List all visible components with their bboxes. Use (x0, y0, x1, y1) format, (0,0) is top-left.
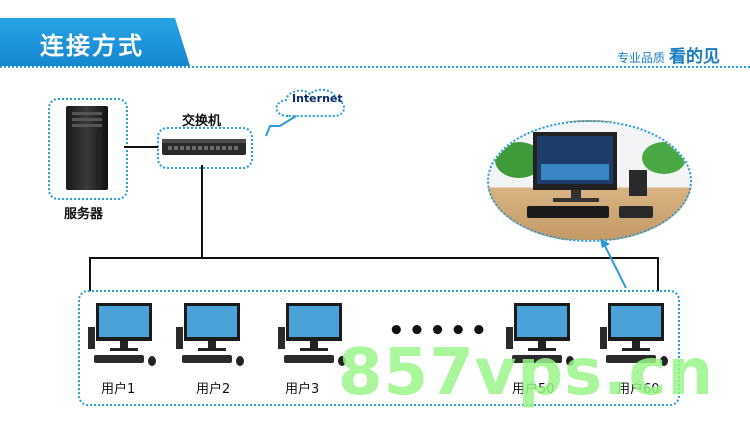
bus-left-wire (89, 257, 91, 291)
server-label: 服务器 (64, 207, 104, 222)
server-switch-wire (124, 146, 158, 148)
user-label-60: 用户60 (617, 382, 660, 397)
workstation-photo (487, 120, 692, 242)
workstation-icon (600, 303, 668, 366)
internet-label: Internet (292, 92, 343, 105)
bus-wire (89, 257, 659, 259)
internet-cloud-icon (265, 88, 345, 137)
slogan: 专业品质看的见 (617, 42, 720, 67)
header-banner (0, 18, 190, 66)
workstation-icon (506, 303, 574, 366)
switch-label: 交换机 (182, 114, 222, 129)
workstation-icon (278, 303, 346, 366)
user-label-1: 用户1 (101, 382, 136, 397)
more-users-ellipsis: ••••• (388, 316, 492, 346)
header-divider (0, 66, 750, 68)
slogan-big: 看的见 (669, 47, 720, 67)
user-label-2: 用户2 (196, 382, 231, 397)
switch-box (157, 127, 253, 169)
bus-right-wire (657, 257, 659, 291)
watermark: 857vps.cn (338, 336, 715, 410)
user-label-50: 用户50 (512, 382, 555, 397)
slogan-small: 专业品质 (616, 51, 665, 65)
users-box (78, 290, 680, 406)
workstation-icon (88, 303, 156, 366)
workstation-icon (176, 303, 244, 366)
callout-arrow-icon (600, 238, 627, 289)
network-switch-icon (162, 139, 246, 155)
page-title: 连接方式 (40, 32, 144, 60)
server-tower-icon (66, 106, 108, 190)
server-box (48, 98, 128, 200)
switch-drop-wire (201, 165, 203, 258)
user-label-3: 用户3 (285, 382, 320, 397)
workstation-illustration (495, 132, 686, 218)
